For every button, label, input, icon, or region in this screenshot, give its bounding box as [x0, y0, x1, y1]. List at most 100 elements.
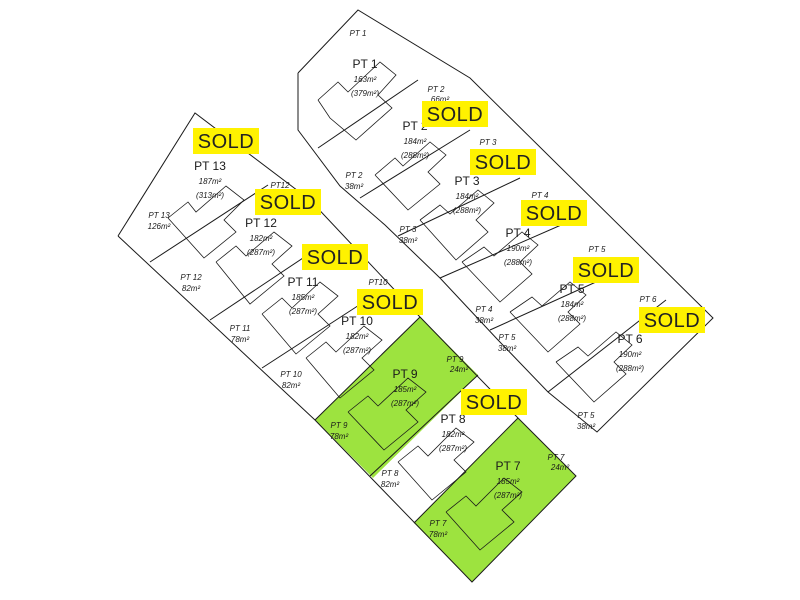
- yard-area: 38m²: [577, 422, 596, 431]
- yard-area: 82m²: [381, 480, 400, 489]
- sold-badge-label: SOLD: [427, 104, 483, 126]
- lot-pt9-fill[interactable]: [315, 317, 478, 478]
- lot-name: PT 1: [352, 57, 377, 71]
- lot-name: PT 13: [194, 159, 226, 173]
- pt2-building: [374, 141, 447, 211]
- yard-area: 78m²: [429, 530, 448, 539]
- pt1-building: [317, 61, 397, 141]
- yard-area: 78m²: [330, 432, 349, 441]
- sold-badge-bg: [193, 128, 259, 154]
- sold-badge-label: SOLD: [578, 260, 634, 282]
- sold-badge-pt4: SOLD: [521, 200, 587, 226]
- lot-area: 184m²: [561, 300, 584, 309]
- pt10-building: [305, 325, 383, 399]
- lot-area: 184m²: [456, 192, 479, 201]
- court-name: PT 2: [428, 85, 445, 94]
- lot-name: PT 2: [402, 119, 427, 133]
- lot-total-area: (379m²): [351, 89, 379, 98]
- court-name: PT 3: [480, 138, 497, 147]
- sold-badge-bg: [639, 307, 705, 333]
- lot-name: PT 6: [617, 332, 642, 346]
- lot-total-area: (288m²): [558, 314, 586, 323]
- lot-area: 185m²: [497, 477, 520, 486]
- lot-name: PT 8: [440, 412, 465, 426]
- yard-name: PT 9: [331, 421, 348, 430]
- court-name: PT12: [270, 181, 290, 190]
- lot-pt8[interactable]: PT 8 182m² (287m²) PT 8 82m²: [381, 412, 467, 489]
- boundary-9-8: [369, 374, 479, 477]
- lot-total-area: (287m²): [343, 346, 371, 355]
- court-name: PT10: [368, 278, 388, 287]
- sold-badge-pt13: SOLD: [193, 128, 259, 154]
- yard-name: PT 7: [430, 519, 447, 528]
- lot-area: 185m²: [394, 385, 417, 394]
- sold-badge-bg: [521, 200, 587, 226]
- lot-boundaries: [117, 9, 714, 583]
- yard-name: PT 3: [400, 225, 417, 234]
- lot-area: 182m²: [250, 234, 273, 243]
- lot-total-area: (287m²): [439, 444, 467, 453]
- lot-area: 190m²: [507, 244, 530, 253]
- lot-name: PT 3: [454, 174, 479, 188]
- yard-area: 38m²: [498, 344, 517, 353]
- pt6-building: [555, 331, 633, 403]
- sold-badge-pt11: SOLD: [302, 244, 368, 270]
- court-name: PT 6: [640, 295, 657, 304]
- lot-name: PT 11: [288, 275, 319, 289]
- sold-badge-label: SOLD: [307, 247, 363, 269]
- yard-name: PT 8: [382, 469, 399, 478]
- yard-area: 38m²: [475, 316, 494, 325]
- sold-badge-bg: [461, 389, 527, 415]
- pt4-building: [461, 231, 539, 303]
- lot-total-area: (313m²): [196, 191, 224, 200]
- sold-badge-label: SOLD: [260, 192, 316, 214]
- boundary-2-3: [359, 129, 471, 199]
- lot-pt7-fill[interactable]: [414, 418, 576, 582]
- sold-badge-pt8: SOLD: [461, 389, 527, 415]
- court-area: 66m²: [431, 95, 450, 104]
- sold-badge-label: SOLD: [526, 203, 582, 225]
- lot-pt3[interactable]: PT 3 184m² (288m²) PT 3 38m² PT 3: [399, 138, 497, 245]
- lot-total-area: (287m²): [247, 248, 275, 257]
- lot-area: 184m²: [404, 137, 427, 146]
- sold-badge-label: SOLD: [466, 392, 522, 414]
- boundary-3-4: [397, 177, 521, 237]
- sold-badge-pt3: SOLD: [470, 149, 536, 175]
- pt5-building: [509, 281, 587, 353]
- lot-area: 187m²: [199, 177, 222, 186]
- yard-name: PT 5: [499, 333, 516, 342]
- yard-area: 82m²: [282, 381, 301, 390]
- east-block-outline: [297, 9, 714, 433]
- lot-name: PT 9: [392, 367, 417, 381]
- sold-badge-bg: [302, 244, 368, 270]
- lot-area: 182m²: [442, 430, 465, 439]
- boundary-12-11: [209, 247, 319, 321]
- court-name: PT 4: [532, 191, 549, 200]
- lot-total-area: (288m²): [453, 206, 481, 215]
- sold-badge-bg: [357, 289, 423, 315]
- lot-name: PT 12: [245, 216, 277, 230]
- yard-name: PT 11: [230, 324, 251, 333]
- boundary-11-10: [261, 297, 371, 369]
- sold-badge-pt5: SOLD: [573, 257, 639, 283]
- lot-total-area: (287m²): [494, 491, 522, 500]
- lot-area: 163m²: [354, 75, 377, 84]
- yard-name: PT 12: [180, 273, 202, 282]
- yard-name: PT 4: [476, 305, 493, 314]
- lot-name: PT 10: [341, 314, 373, 328]
- yard-area: 38m²: [399, 236, 418, 245]
- court-name: PT 7: [548, 453, 565, 462]
